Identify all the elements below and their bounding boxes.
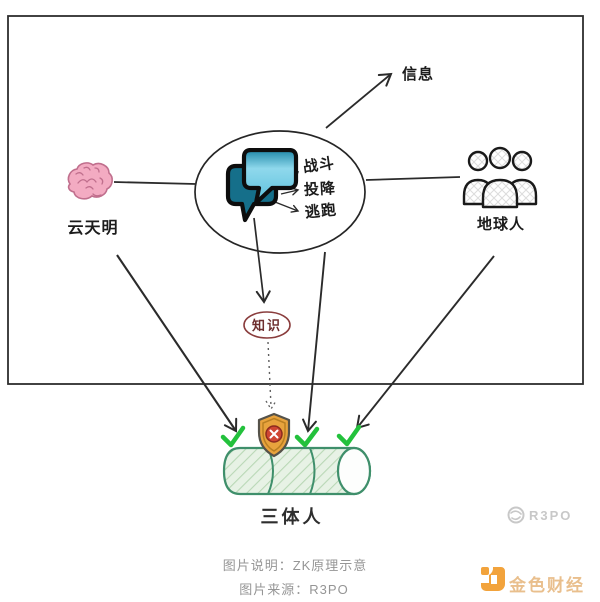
channel-option-flee: 逃跑 — [304, 201, 338, 222]
arrow-sender-to-verifier — [116, 254, 238, 433]
knowledge-oval — [243, 311, 291, 339]
caption-source: 图片来源：R3PO — [239, 582, 349, 597]
checkmark-icon-2 — [294, 426, 320, 448]
checkmark-icon-1 — [220, 425, 246, 448]
jinse-watermark-text: 金色财经 — [509, 576, 585, 595]
r3po-watermark-text: R3PO — [529, 508, 573, 523]
people-icon — [462, 146, 538, 209]
dotted-arrowhead — [265, 400, 277, 411]
caption-description: 图片说明：ZK原理示意 — [222, 558, 368, 573]
info-label: 信息 — [402, 66, 435, 83]
r3po-logo-icon — [507, 506, 525, 524]
channel-circle — [194, 130, 366, 254]
cylinder-icon — [222, 446, 372, 496]
checkmark-icon-3 — [336, 424, 362, 447]
frame-rectangle — [7, 15, 584, 385]
channel-option-surrender: 投降 — [303, 180, 337, 199]
sender-label: 云天明 — [67, 220, 119, 237]
dotted-arrow-knowledge-to-shield — [267, 341, 272, 407]
connector-channel-to-people — [365, 176, 461, 181]
shield-x-icon — [257, 412, 291, 458]
jinse-logo-icon — [481, 567, 505, 591]
arrow-channel-to-knowledge — [253, 217, 271, 304]
receiver-label: 地球人 — [476, 216, 526, 233]
cylinder-open-end — [336, 446, 372, 496]
arrow-channel-to-info — [325, 72, 393, 129]
chat-bubble-front — [241, 148, 299, 206]
brain-icon — [67, 162, 113, 200]
chat-bubbles-icon — [225, 148, 299, 223]
x-mark — [269, 429, 279, 439]
connector-brain-to-channel — [113, 181, 197, 185]
verifier-label: 三体人 — [260, 507, 324, 527]
arrow-receiver-to-verifier — [355, 255, 495, 430]
arrow-channel-to-verifier — [302, 251, 326, 433]
arrow-to-flee — [274, 201, 300, 213]
channel-option-fight: 战斗 — [301, 154, 337, 177]
arrow-to-surrender — [280, 187, 300, 196]
knowledge-label: 知识 — [251, 318, 283, 333]
